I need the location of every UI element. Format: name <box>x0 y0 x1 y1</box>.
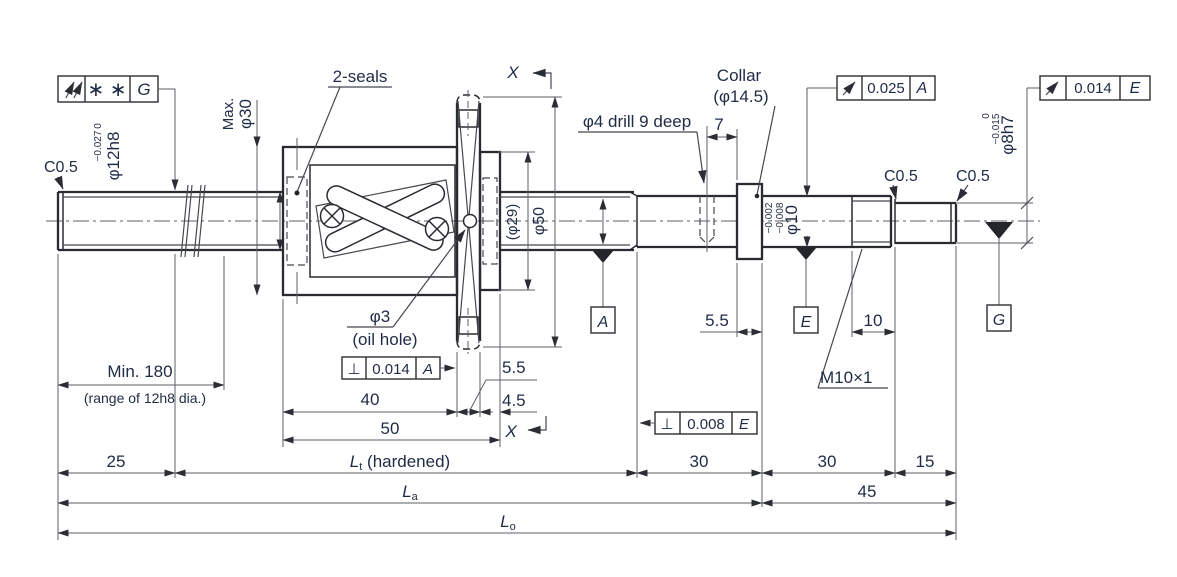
perp-e-datum: E <box>739 416 750 433</box>
dim-5-5-flange: 5.5 <box>502 358 526 377</box>
dim-30a: 30 <box>690 452 709 471</box>
max-dia-word: Max. <box>220 98 237 131</box>
dim-30b: 30 <box>818 452 837 471</box>
datum-a-label: A <box>597 314 609 331</box>
chamfer-right: C0.5 <box>956 168 990 185</box>
circular-runout-icon <box>842 81 856 96</box>
nut-gland <box>309 164 456 278</box>
dimension-lines <box>57 87 1040 537</box>
dim-7: 7 <box>714 115 723 134</box>
extension-lines <box>57 96 1033 540</box>
gdt-g-datum: G <box>137 80 150 99</box>
drill-note: φ4 drill 9 deep <box>583 112 691 131</box>
gdt-frame-total-runout-g: ∗ ∗ G <box>57 75 179 191</box>
dim-50: 50 <box>381 419 400 438</box>
gdt-frame-runout-a: 0.025 A <box>836 75 936 101</box>
runout-a-value: 0.025 <box>867 80 905 97</box>
thread-callout: M10×1 <box>820 368 872 387</box>
oil-hole-dia: φ3 <box>370 307 390 326</box>
dim-la: La <box>402 482 418 503</box>
ball-nut <box>281 90 502 354</box>
collar-dia: (φ14.5) <box>713 87 768 106</box>
shaft-right-end <box>500 126 958 261</box>
d10-tol-upper: −0.002 <box>764 202 775 233</box>
annotations: 2-seals φ4 drill 9 deep Collar (φ14.5) φ… <box>44 66 1017 406</box>
d8-tol-lower: −0.015 <box>991 113 1002 144</box>
perp-a-value: 0.014 <box>372 361 410 378</box>
datum-e: E <box>793 247 819 334</box>
perp-e-value: 0.008 <box>687 416 725 433</box>
d10-tol-lower: −0.008 <box>775 202 786 233</box>
runout-a-datum: A <box>916 80 928 97</box>
collar-label: Collar <box>717 66 762 85</box>
seal-retainer <box>478 150 502 292</box>
dim-10: 10 <box>864 311 883 330</box>
seal-right <box>482 177 498 265</box>
datum-a-triangle <box>592 250 614 263</box>
gdt-frame-perp-a: ⊥ 0.014 A <box>341 356 456 380</box>
min-range-main: Min. 180 <box>107 362 172 381</box>
oil-hole <box>462 213 478 229</box>
dim-lo: Lo <box>500 512 516 533</box>
d8-tol-upper: 0 <box>981 113 992 119</box>
perp-e-symbol: ⊥ <box>660 416 673 433</box>
perp-a-symbol: ⊥ <box>347 361 360 378</box>
ball-return-tubes <box>324 183 446 253</box>
d12-tol-lower: −0.027 <box>93 130 104 161</box>
leader-lines <box>54 86 969 389</box>
circular-runout-icon <box>1045 81 1059 96</box>
d8-label: φ8h7 <box>998 115 1017 154</box>
tube-clamp-screw-1 <box>319 203 345 229</box>
total-runout-icon <box>64 81 83 99</box>
gdt-g-stars: ∗ ∗ <box>87 79 126 101</box>
min-range-note: (range of 12h8 dia.) <box>84 390 206 406</box>
screw-shaft-left <box>56 184 283 258</box>
break-lines <box>180 184 206 258</box>
runout-e-datum: E <box>1130 80 1141 97</box>
seal-left <box>286 176 308 266</box>
datum-g-triangle <box>985 222 1013 239</box>
section-x-top-label: X <box>506 63 519 82</box>
two-seals-label: 2-seals <box>333 67 388 86</box>
dim-4-5-flange: 4.5 <box>502 391 526 410</box>
datum-a: A <box>590 250 616 334</box>
dim-5-5-collar: 5.5 <box>705 311 729 330</box>
datum-g-label: G <box>993 312 1005 329</box>
datum-g: G <box>985 222 1013 332</box>
dim-45: 45 <box>858 482 877 501</box>
chamfer-mid: C0.5 <box>884 168 918 185</box>
runout-e-value: 0.014 <box>1074 80 1112 97</box>
d12-label: φ12h8 <box>104 132 123 181</box>
dim-lt: Lt (hardened) <box>350 452 450 473</box>
section-mark-top: X <box>506 63 552 89</box>
section-x-bottom-label: X <box>504 422 517 441</box>
tube-clamp-screw-2 <box>424 216 450 242</box>
datum-e-triangle <box>795 247 817 260</box>
dim-25: 25 <box>107 452 126 471</box>
oil-drill-hole <box>699 126 715 252</box>
dimension-texts: 7 5.5 10 40 50 5.5 4.5 25 Lt (hardened) … <box>107 115 935 533</box>
gdt-frame-runout-e: 0.014 E <box>1039 75 1151 101</box>
d29-label: (φ29) <box>504 204 521 240</box>
dim-15: 15 <box>916 452 935 471</box>
tube-plate <box>315 179 455 259</box>
section-mark-bottom: X <box>504 416 547 441</box>
d50-label: φ50 <box>531 207 548 235</box>
dim-40: 40 <box>361 390 380 409</box>
datum-e-label: E <box>801 314 812 331</box>
oil-hole-note: (oil hole) <box>352 330 417 349</box>
chamfer-left: C0.5 <box>44 159 78 176</box>
max-dia-value: φ30 <box>236 99 255 129</box>
gdt-frame-perp-e: ⊥ 0.008 E <box>639 411 758 435</box>
d12-tol-upper: 0 <box>93 123 104 129</box>
perp-a-datum: A <box>422 361 433 378</box>
d10-label: φ10 <box>782 205 801 235</box>
